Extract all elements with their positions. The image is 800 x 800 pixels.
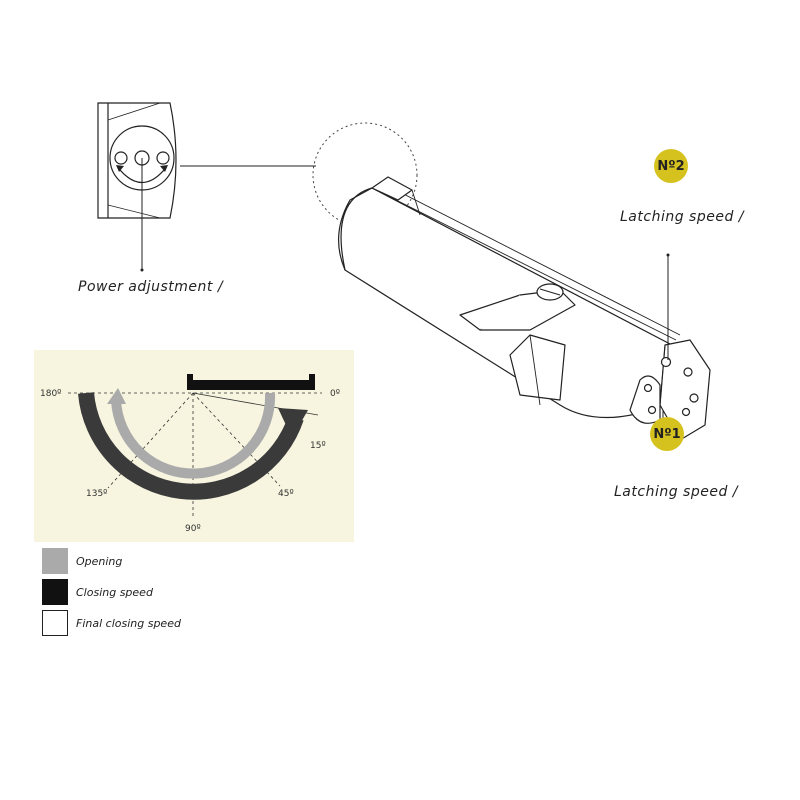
closing-arrow-head xyxy=(278,408,308,438)
legend-item-opening: Opening xyxy=(42,548,122,574)
door-closer-icon xyxy=(337,176,711,441)
angle-label-180: 180º xyxy=(40,389,62,399)
angle-label-135: 135º xyxy=(86,489,108,499)
badge-no2: Nº2 xyxy=(654,149,688,183)
closing-arc xyxy=(78,392,304,500)
legend-swatch-closing xyxy=(42,579,68,605)
angle-label-15: 15º xyxy=(310,441,326,451)
adjustment-valve-icon xyxy=(97,102,177,219)
legend-label-final-closing: Final closing speed xyxy=(76,616,181,630)
opening-arrow-head xyxy=(107,388,126,404)
angle-label-45: 45º xyxy=(278,489,294,499)
opening-arc xyxy=(111,392,276,479)
power-adjustment-label: Power adjustment / xyxy=(78,279,224,295)
angle-label-0: 0º xyxy=(330,389,340,399)
latching-speed-label-top: Latching speed / xyxy=(620,209,744,225)
legend-label-opening: Opening xyxy=(76,554,123,568)
legend-item-final-closing: Final closing speed xyxy=(42,610,181,636)
legend-item-closing: Closing speed xyxy=(42,579,153,605)
badge-no1: Nº1 xyxy=(650,417,684,451)
legend-swatch-opening xyxy=(42,548,68,574)
legend-label-closing: Closing speed xyxy=(76,585,153,599)
door-bar xyxy=(187,380,315,390)
angle-label-90: 90º xyxy=(185,524,201,534)
angle-panel xyxy=(34,350,354,542)
legend-swatch-final-closing xyxy=(42,610,68,636)
latching-speed-label-bottom: Latching speed / xyxy=(614,484,738,500)
